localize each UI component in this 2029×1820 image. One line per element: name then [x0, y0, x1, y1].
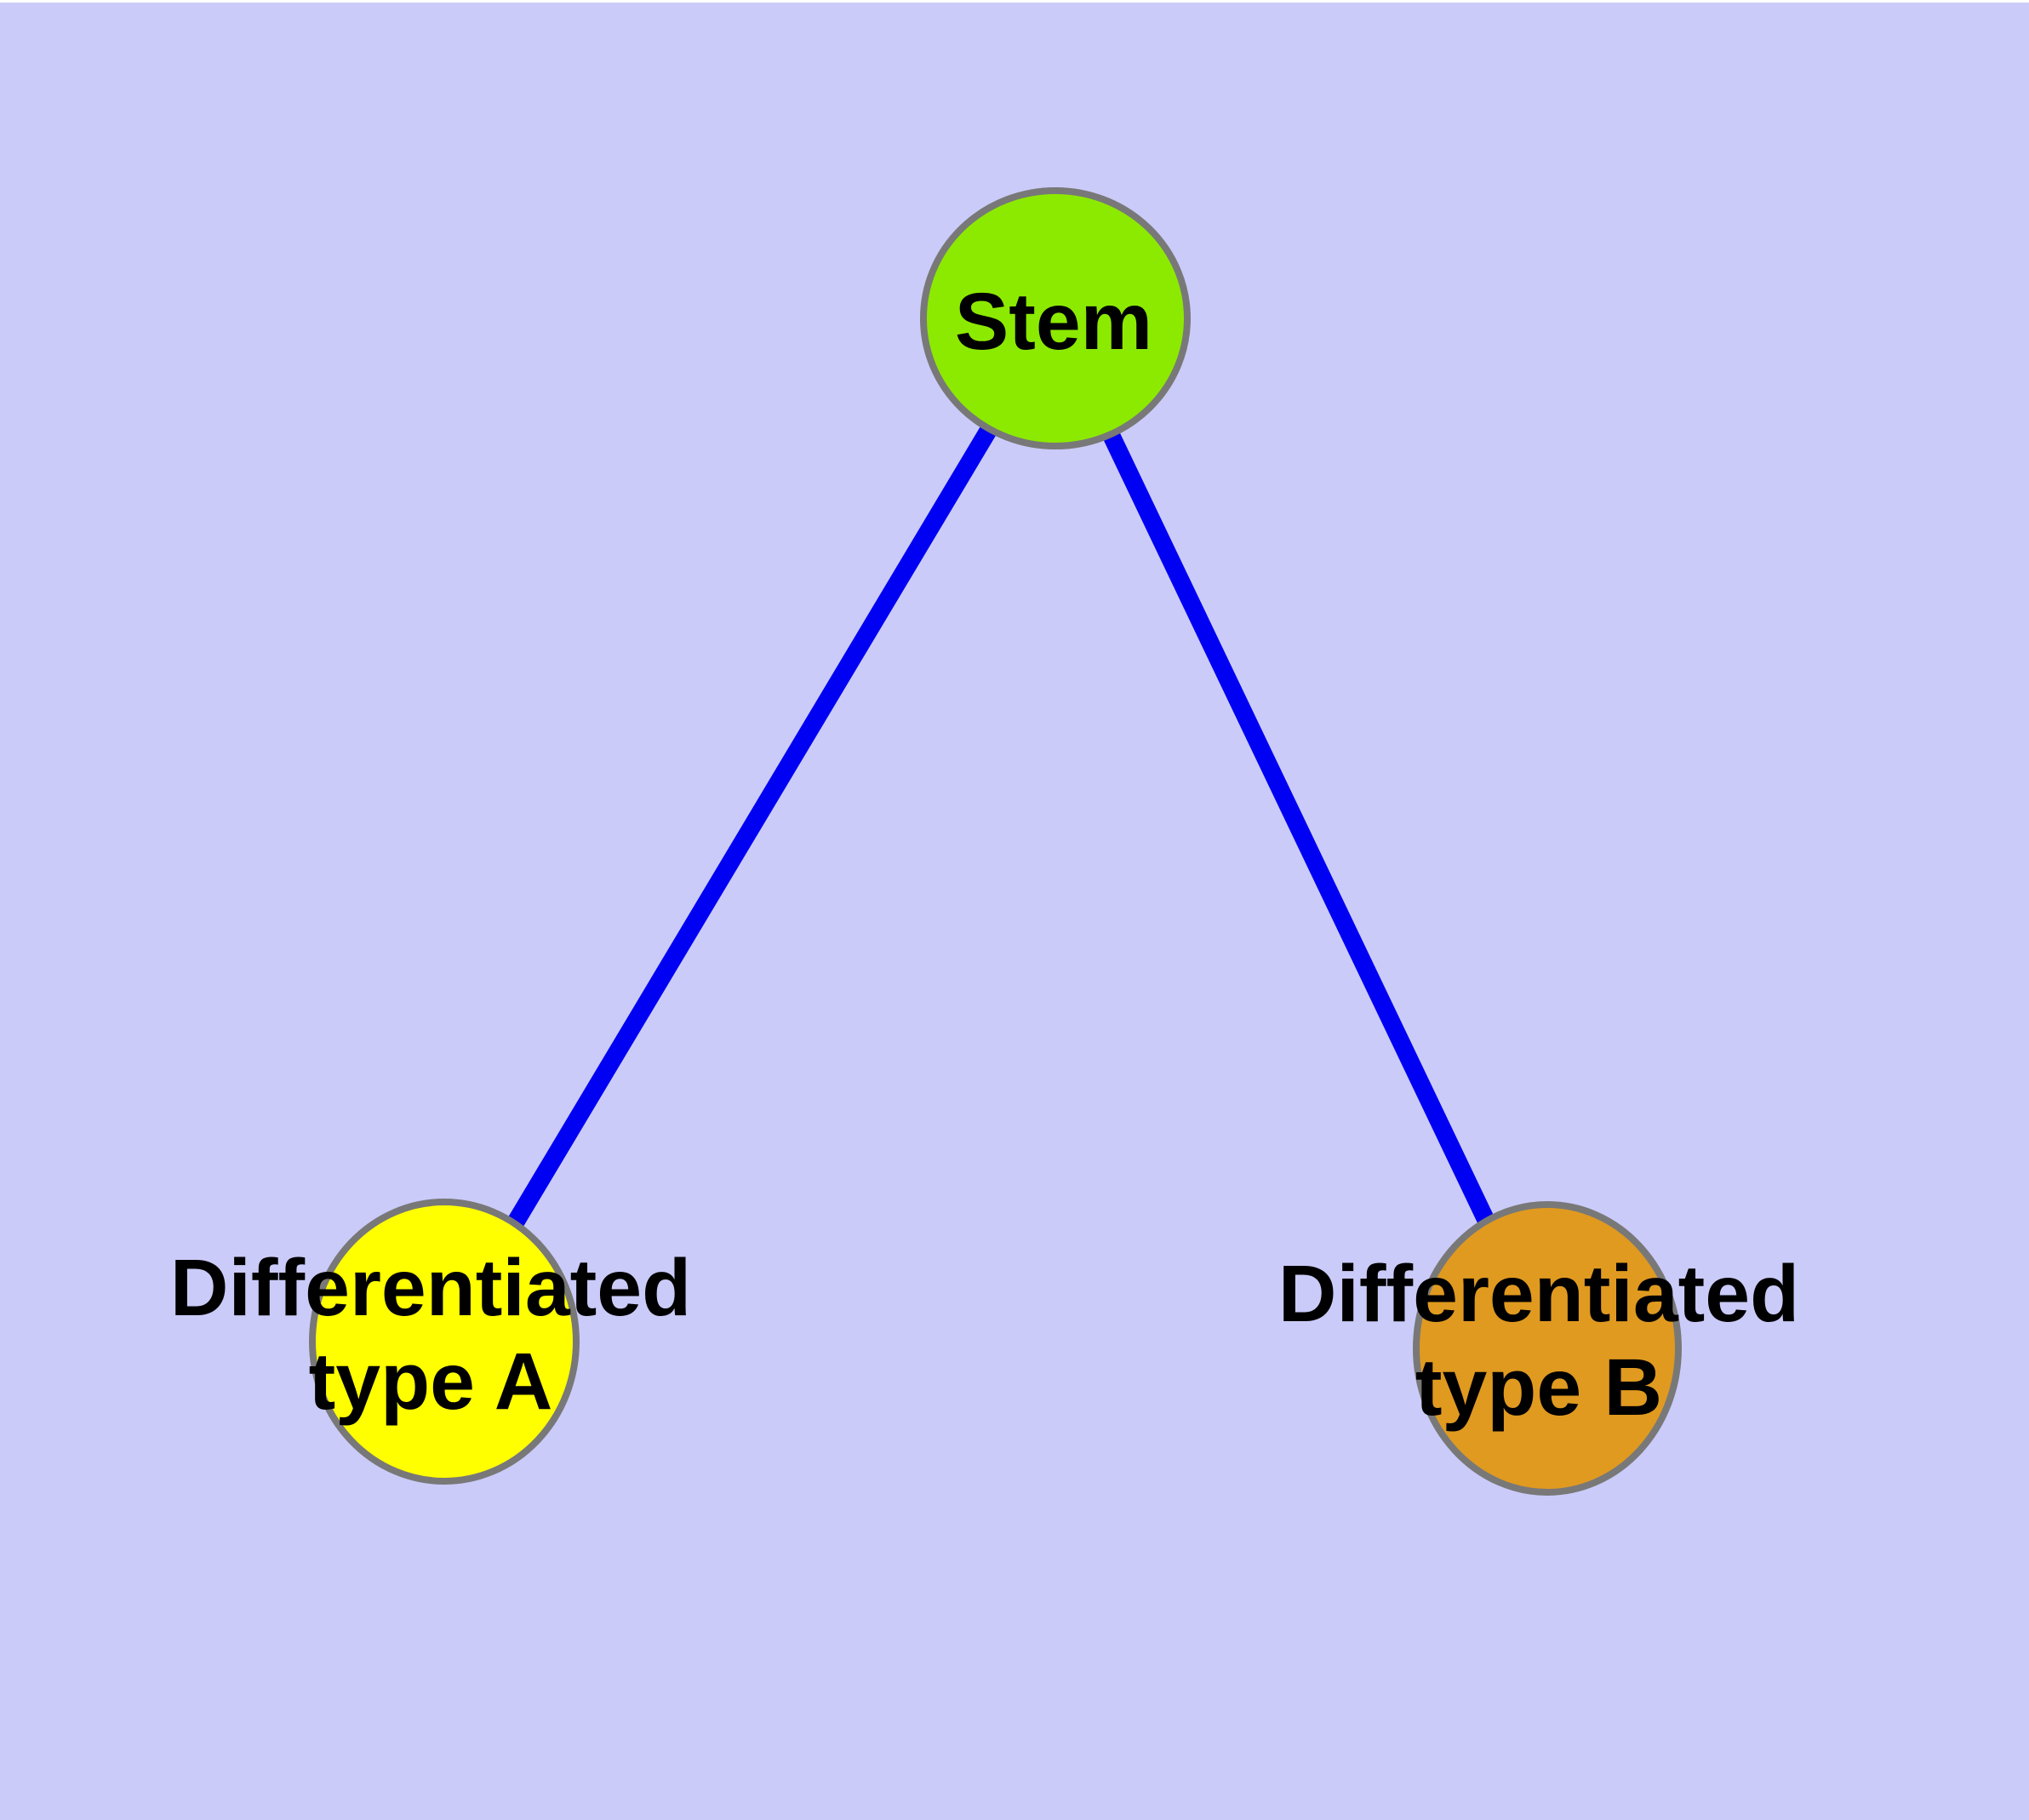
- node-type-b-label-line2: type B: [1415, 1342, 1662, 1433]
- node-stem: [920, 187, 1191, 449]
- edge-stem-to-type-b: [1047, 314, 1556, 1353]
- node-type-b-label-line1: Differentiated: [1278, 1249, 1799, 1339]
- edge-stem-to-type-a: [436, 313, 1064, 1347]
- top-edge-strip: [0, 0, 2029, 3]
- node-type-b-label: Differentiated type B: [1278, 1249, 1799, 1433]
- node-differentiated-type-a: [309, 1199, 580, 1485]
- node-type-a-label-line2: type A: [309, 1336, 553, 1427]
- node-differentiated-type-b: [1413, 1201, 1682, 1496]
- node-type-a-label: Differentiated type A: [170, 1243, 691, 1427]
- node-stem-label: Stem: [955, 277, 1152, 367]
- node-type-a-label-line1: Differentiated: [170, 1243, 691, 1333]
